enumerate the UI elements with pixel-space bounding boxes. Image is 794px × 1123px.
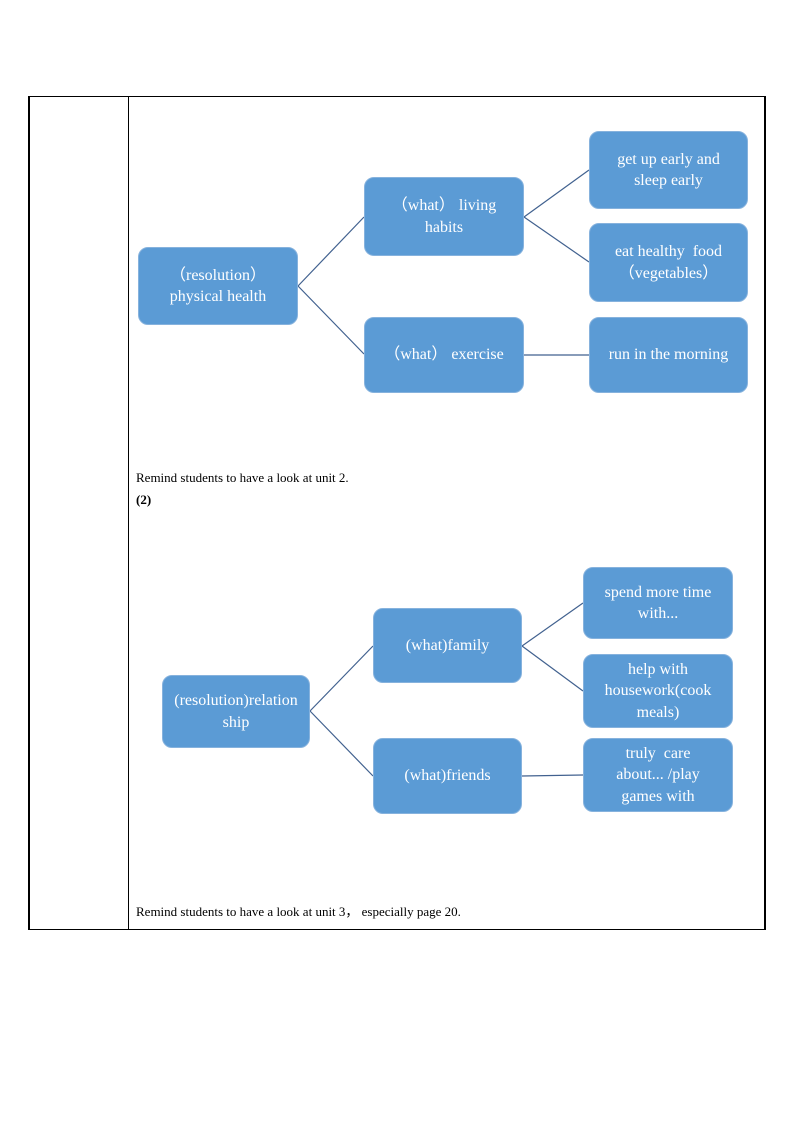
note-unit2-text: Remind students to have a look at unit 2… (136, 470, 349, 485)
diagram1-branch-exercise-node: （what） exercise (364, 317, 524, 393)
diagram2-leaf-spend-time-node: spend more time with... (583, 567, 733, 639)
diagram2-root-node: (resolution)relation ship (162, 675, 310, 748)
diagram1-root-node: （resolution） physical health (138, 247, 298, 325)
diagram2-branch-family-node: (what)family (373, 608, 522, 683)
diagram1-branch-living-habits-node: （what） living habits (364, 177, 524, 256)
diagram2-branch-friends-node: (what)friends (373, 738, 522, 814)
diagram2-leaf-help-housework-node: help with housework(cook meals) (583, 654, 733, 728)
diagram1-leaf-eat-healthy-node: eat healthy food （vegetables） (589, 223, 748, 302)
table-frame (28, 96, 766, 930)
note-unit3-text: Remind students to have a look at unit 3… (136, 904, 461, 919)
diagram1-leaf-run-morning-node: run in the morning (589, 317, 748, 393)
diagram1-leaf-get-up-early-node: get up early and sleep early (589, 131, 748, 209)
diagram2-leaf-truly-care-node: truly care about... /play games with (583, 738, 733, 812)
table-column-divider (128, 97, 129, 929)
item-2-label: (2) (136, 492, 152, 507)
